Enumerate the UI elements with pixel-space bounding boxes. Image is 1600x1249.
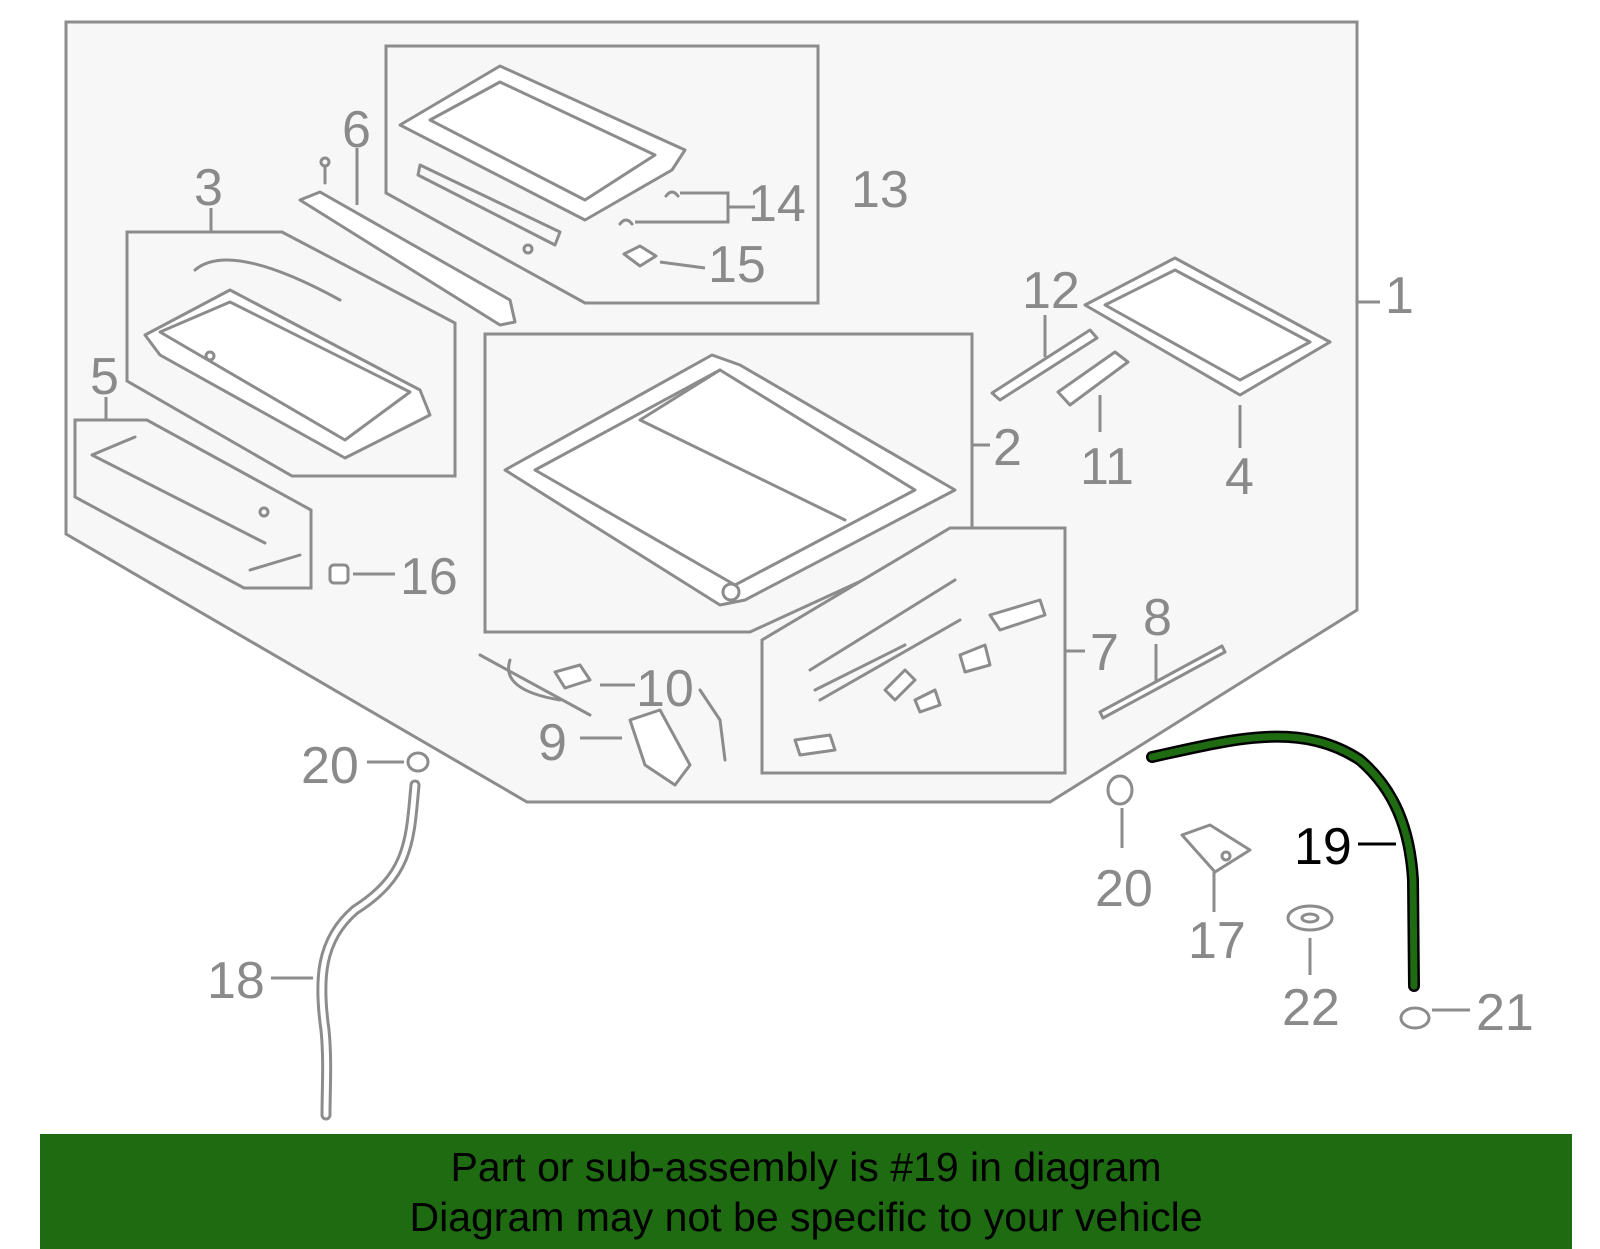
deflector-part-5 [90, 397, 302, 572]
harness-part-10 [478, 653, 635, 717]
seal-part-12 [990, 315, 1099, 402]
seal-part-11 [1056, 350, 1130, 432]
grommet-part-20-left [367, 751, 430, 773]
callout-16: 16 [400, 548, 458, 606]
callout-12: 12 [1022, 262, 1080, 320]
callout-9: 9 [538, 714, 567, 772]
motor-part-9 [580, 688, 727, 787]
washer-part-22 [1286, 904, 1334, 975]
pad-part-15 [622, 244, 658, 268]
grommet-part-16 [328, 563, 395, 585]
bracket-part-17 [1180, 823, 1252, 912]
banner-line-part-number: Part or sub-assembly is #19 in diagram [450, 1143, 1162, 1190]
callout-15: 15 [708, 236, 766, 294]
drain-hose-part-18 [271, 779, 421, 1121]
callout-11: 11 [1080, 438, 1134, 496]
rail-part-6 [298, 148, 517, 327]
callout-2: 2 [993, 419, 1022, 477]
callout-13: 13 [851, 161, 909, 219]
callout-8: 8 [1143, 589, 1172, 647]
part-info-banner: Part or sub-assembly is #19 in diagram D… [40, 1134, 1572, 1249]
callout-14: 14 [748, 175, 806, 233]
subassembly-box-5 [73, 418, 313, 590]
callout-22: 22 [1282, 979, 1340, 1037]
weatherstrip-part-4 [1083, 256, 1332, 448]
drain-hose-part-19-highlighted [1146, 730, 1420, 992]
mechanism-part-7 [793, 578, 1085, 757]
callout-4: 4 [1225, 448, 1254, 506]
callout-5: 5 [90, 348, 119, 406]
callout-3: 3 [194, 159, 223, 217]
grommet-part-21 [1399, 1006, 1470, 1030]
callout-6: 6 [342, 101, 371, 159]
glass-part-3 [143, 208, 432, 460]
frame-part-2 [503, 353, 990, 607]
callout-19: 19 [1294, 818, 1352, 876]
callout-1: 1 [1385, 267, 1414, 325]
clip-part-14 [618, 190, 755, 226]
grommet-part-20-right [1106, 774, 1134, 848]
callout-20-right: 20 [1095, 860, 1153, 918]
banner-line-disclaimer: Diagram may not be specific to your vehi… [409, 1193, 1203, 1240]
callout-17: 17 [1188, 912, 1246, 970]
strip-part-8 [1098, 644, 1227, 720]
callout-20-left: 20 [301, 737, 359, 795]
callout-7: 7 [1090, 624, 1119, 682]
callout-21: 21 [1476, 984, 1534, 1042]
callout-10: 10 [636, 660, 694, 718]
glass-panel-part [398, 64, 687, 255]
callout-18: 18 [207, 952, 265, 1010]
